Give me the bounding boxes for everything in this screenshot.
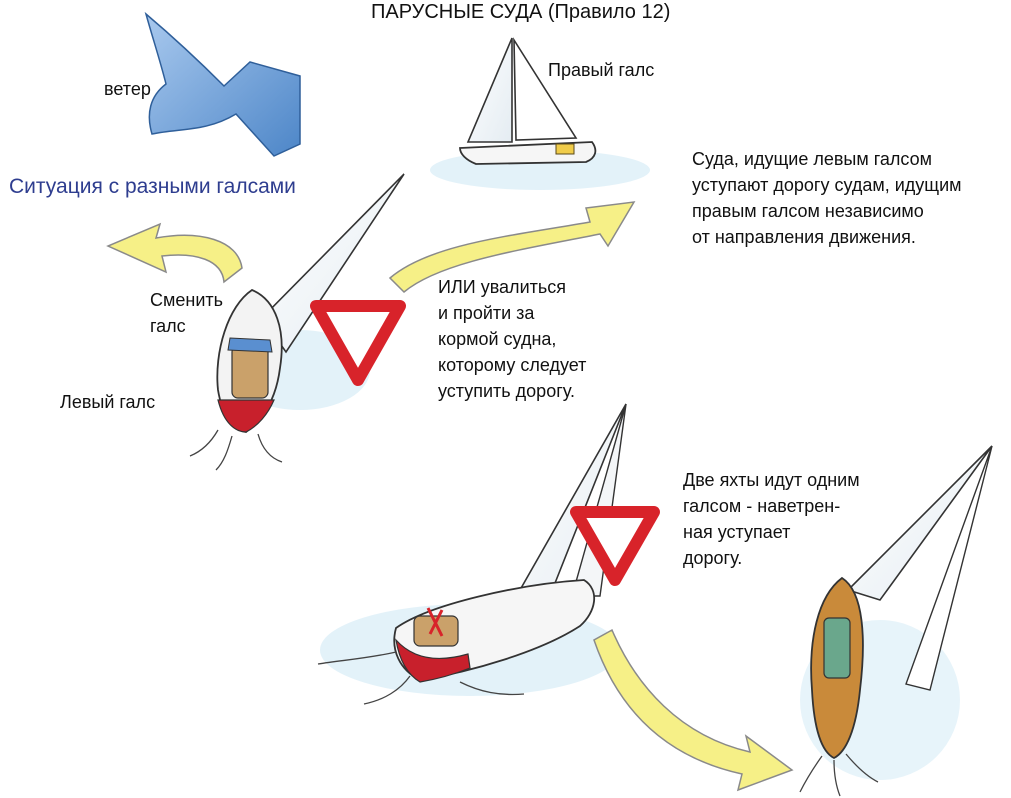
sail-jib: [514, 40, 576, 140]
situation-title: Ситуация с разными галсами: [9, 174, 296, 200]
rule-text: Суда, идущие левым галсом уступают дорог…: [692, 146, 962, 250]
wind-label: ветер: [104, 76, 151, 102]
hull: [460, 142, 595, 164]
change-tack-label: Сменить галс: [150, 287, 223, 339]
sailboat-leeward: [318, 404, 626, 704]
sail-main: [468, 38, 512, 142]
curved-arrow-icon: [594, 630, 792, 790]
wind-arrow-icon: [146, 14, 300, 156]
curved-arrow-icon: [108, 224, 242, 282]
page-title: ПАРУСНЫЕ СУДА (Правило 12): [371, 0, 670, 24]
port-tack-label: Левый галс: [60, 389, 155, 415]
sail-jib: [906, 446, 992, 690]
alternative-text: ИЛИ увалиться и пройти за кормой судна, …: [438, 274, 586, 404]
wake: [190, 430, 282, 470]
same-tack-text: Две яхты идут одним галсом - наветрен- н…: [683, 467, 860, 571]
starboard-tack-label: Правый галс: [548, 57, 654, 83]
